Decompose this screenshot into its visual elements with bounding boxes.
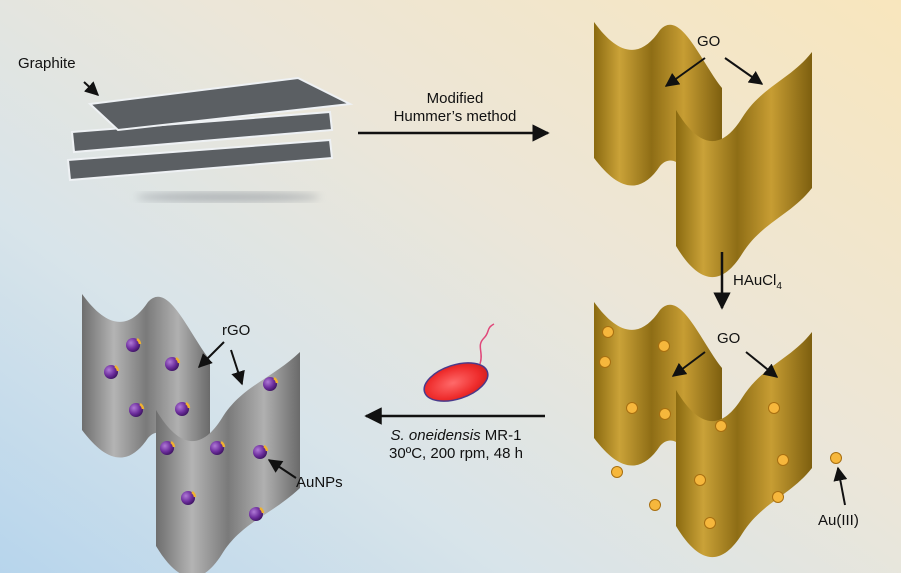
au-iii-ion bbox=[694, 474, 706, 486]
go-sheet-front bbox=[676, 52, 812, 278]
haucl4-subscript: 4 bbox=[776, 281, 782, 292]
au-iii-ion bbox=[611, 466, 623, 478]
bacterium-flagellum bbox=[479, 323, 495, 365]
au-iii-ion bbox=[830, 452, 842, 464]
au-iii-ions bbox=[599, 326, 842, 529]
au-iii-ion bbox=[626, 402, 638, 414]
rgo-sheet-front bbox=[156, 352, 300, 573]
method-label-line1: Modified bbox=[426, 90, 484, 107]
rgo-sheets bbox=[82, 294, 300, 573]
au-iii-pointer-arrow bbox=[833, 466, 848, 506]
gold-nanoparticles bbox=[104, 337, 279, 521]
rgo-label: rGO bbox=[222, 322, 251, 339]
graphite-sheet-bottom bbox=[66, 138, 334, 182]
aunp bbox=[175, 401, 191, 416]
go-au-sheet-front bbox=[676, 332, 812, 558]
graphite-label: Graphite bbox=[18, 55, 76, 72]
aunp bbox=[165, 356, 181, 371]
go-bottom-label: GO bbox=[717, 330, 741, 347]
rgo-arrow-left bbox=[198, 341, 225, 368]
aunp bbox=[263, 376, 279, 391]
conditions-line: 30ºC, 200 rpm, 48 h bbox=[389, 445, 523, 462]
graphite-shadow bbox=[136, 192, 320, 202]
organism-line: S. oneidensis MR-1 bbox=[356, 427, 556, 445]
aunps-label: AuNPs bbox=[296, 474, 343, 491]
method-label: Modified Hummer’s method bbox=[360, 90, 550, 126]
au-iii-ion bbox=[768, 402, 780, 414]
au-iii-ion bbox=[658, 340, 670, 352]
go-top-arrow-right bbox=[724, 57, 764, 85]
go-bottom-arrow-right bbox=[745, 351, 779, 378]
au-iii-ion bbox=[649, 499, 661, 511]
haucl4-text: HAuCl bbox=[733, 272, 777, 289]
go-top-label: GO bbox=[697, 33, 721, 50]
au-iii-ion bbox=[715, 420, 727, 432]
au-iii-ion bbox=[599, 356, 611, 368]
reaction-conditions: S. oneidensis MR-1 30ºC, 200 rpm, 48 h bbox=[356, 427, 556, 463]
bacterium bbox=[423, 323, 495, 402]
graphite-pointer-arrow bbox=[83, 81, 100, 96]
go-sheets-bottom bbox=[594, 302, 812, 558]
aunp bbox=[129, 402, 145, 417]
aunp bbox=[253, 444, 269, 459]
aunp bbox=[126, 337, 142, 352]
aunps-pointer-arrow bbox=[267, 459, 297, 479]
go-bottom-arrow-left bbox=[671, 351, 706, 377]
aunp bbox=[249, 506, 265, 521]
aunp bbox=[104, 364, 120, 379]
au-iii-ion bbox=[704, 517, 716, 529]
organism-strain: MR-1 bbox=[480, 427, 522, 444]
bacterium-cell bbox=[423, 362, 489, 402]
organism-name: S. oneidensis bbox=[390, 427, 481, 444]
graphite-stack bbox=[66, 76, 354, 202]
graphite-sheet-top bbox=[87, 76, 354, 132]
haucl4-label: HAuCl4 bbox=[733, 272, 782, 296]
go-sheets-top bbox=[594, 22, 812, 278]
go-top-arrow-left bbox=[664, 57, 706, 87]
au-iii-ion bbox=[659, 408, 671, 420]
aunp bbox=[210, 440, 226, 455]
aunp bbox=[160, 440, 176, 455]
rgo-arrow-right bbox=[230, 349, 245, 386]
au-iii-label: Au(III) bbox=[818, 512, 859, 529]
graphite-sheet-middle bbox=[70, 110, 334, 154]
au-iii-ion bbox=[602, 326, 614, 338]
au-iii-ion bbox=[777, 454, 789, 466]
method-label-line2: Hummer’s method bbox=[393, 108, 517, 125]
au-iii-ion bbox=[772, 491, 784, 503]
aunp bbox=[181, 490, 197, 505]
